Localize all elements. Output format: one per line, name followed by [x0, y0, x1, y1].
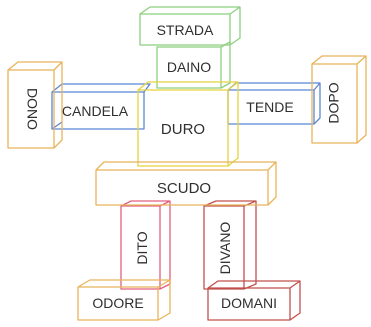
block-tende-label: TENDE [246, 99, 293, 115]
block-divano: DIVANO [203, 200, 257, 290]
block-dopo-label: DOPO [326, 82, 342, 123]
block-odore-shape [77, 279, 171, 321]
block-dito-label: DITO [134, 231, 150, 264]
block-dopo-shape [311, 55, 367, 144]
block-dono-shape [7, 61, 63, 149]
block-scudo-shape [95, 161, 277, 206]
block-dono-label: DONO [24, 88, 40, 130]
block-dono: DONO [7, 61, 63, 149]
block-duro: DURO [137, 81, 239, 167]
block-duro-label: DURO [161, 121, 205, 138]
block-duro-shape [137, 81, 239, 167]
block-strada: STRADA [139, 6, 241, 46]
block-divano-shape [203, 200, 257, 290]
block-daino: DAINO [156, 41, 231, 89]
block-strada-shape [139, 6, 241, 46]
block-dopo: DOPO [311, 55, 367, 144]
block-dito: DITO [120, 200, 171, 290]
block-divano-label: DIVANO [217, 222, 233, 275]
block-scudo-label: SCUDO [157, 180, 211, 197]
block-candela: CANDELA [51, 83, 151, 130]
block-candela-label: CANDELA [62, 103, 129, 119]
block-scudo: SCUDO [95, 161, 277, 206]
block-tende: TENDE [227, 82, 321, 125]
block-dito-shape [120, 200, 171, 290]
block-daino-label: DAINO [167, 59, 211, 75]
block-domani: DOMANI [207, 280, 301, 321]
block-domani-shape [207, 280, 301, 321]
block-domani-label: DOMANI [221, 295, 277, 311]
block-odore-label: ODORE [92, 295, 143, 311]
block-odore: ODORE [77, 279, 171, 321]
block-strada-label: STRADA [157, 22, 214, 38]
